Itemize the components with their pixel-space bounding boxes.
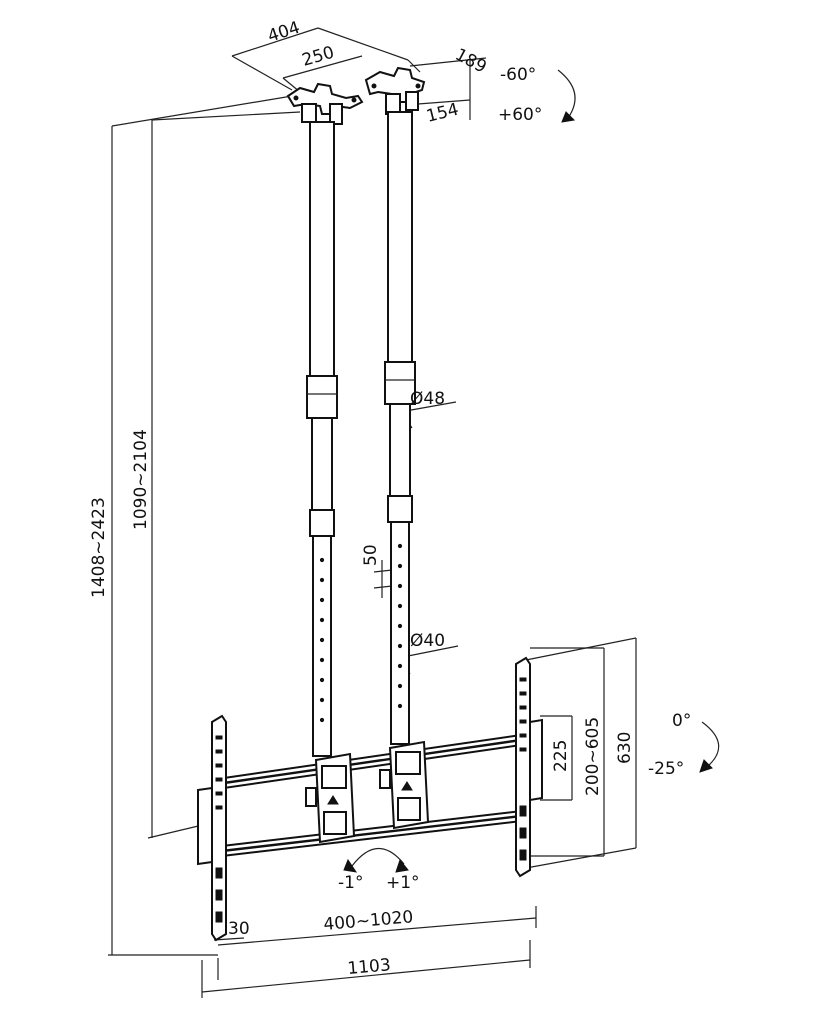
ceiling-plate-right — [364, 66, 426, 115]
level-rotation-arrow — [343, 847, 409, 873]
bracket-height-label: 630 — [615, 732, 635, 764]
vesa-horizontal-range-label: 400~1020 — [323, 907, 414, 935]
pole-right — [384, 111, 416, 745]
tilt-zero-label: 0° — [672, 711, 691, 731]
bracket-offset-label: 30 — [228, 919, 250, 939]
center-plate-left — [305, 752, 356, 844]
center-plate-right — [379, 740, 430, 830]
lower-pole-diameter-label: Ø40 — [410, 631, 445, 651]
tilt-rotation-arrow — [699, 721, 720, 773]
swivel-plus-label: +60° — [498, 105, 542, 125]
mount-width-label: 404 — [265, 18, 302, 47]
ceiling-plate-left — [286, 82, 364, 125]
vertical-bracket-left — [197, 714, 227, 942]
plate-depth-label: 189 — [452, 45, 490, 78]
total-height-label: 1408~2423 — [89, 497, 109, 598]
pole-height-label: 1090~2104 — [131, 429, 151, 530]
vertical-bracket-right — [515, 656, 543, 878]
hole-pitch-label: 50 — [361, 544, 381, 566]
level-minus-label: -1° — [338, 873, 363, 893]
tilt-down-label: -25° — [648, 759, 684, 779]
upper-pole-diameter-label: Ø48 — [410, 389, 445, 409]
horizontal-rails — [221, 732, 531, 858]
level-plus-label: +1° — [386, 873, 420, 893]
swivel-rotation-arrow — [557, 69, 576, 123]
mount-hole-spacing-label: 250 — [300, 43, 337, 71]
swivel-minus-label: -60° — [500, 65, 536, 85]
vesa-vertical-label: 225 — [551, 740, 571, 772]
pole-left — [306, 121, 338, 757]
dimension-lines — [108, 27, 637, 998]
vesa-vertical-range-label: 200~605 — [583, 717, 603, 796]
bracket-total-width-label: 1103 — [347, 955, 392, 979]
